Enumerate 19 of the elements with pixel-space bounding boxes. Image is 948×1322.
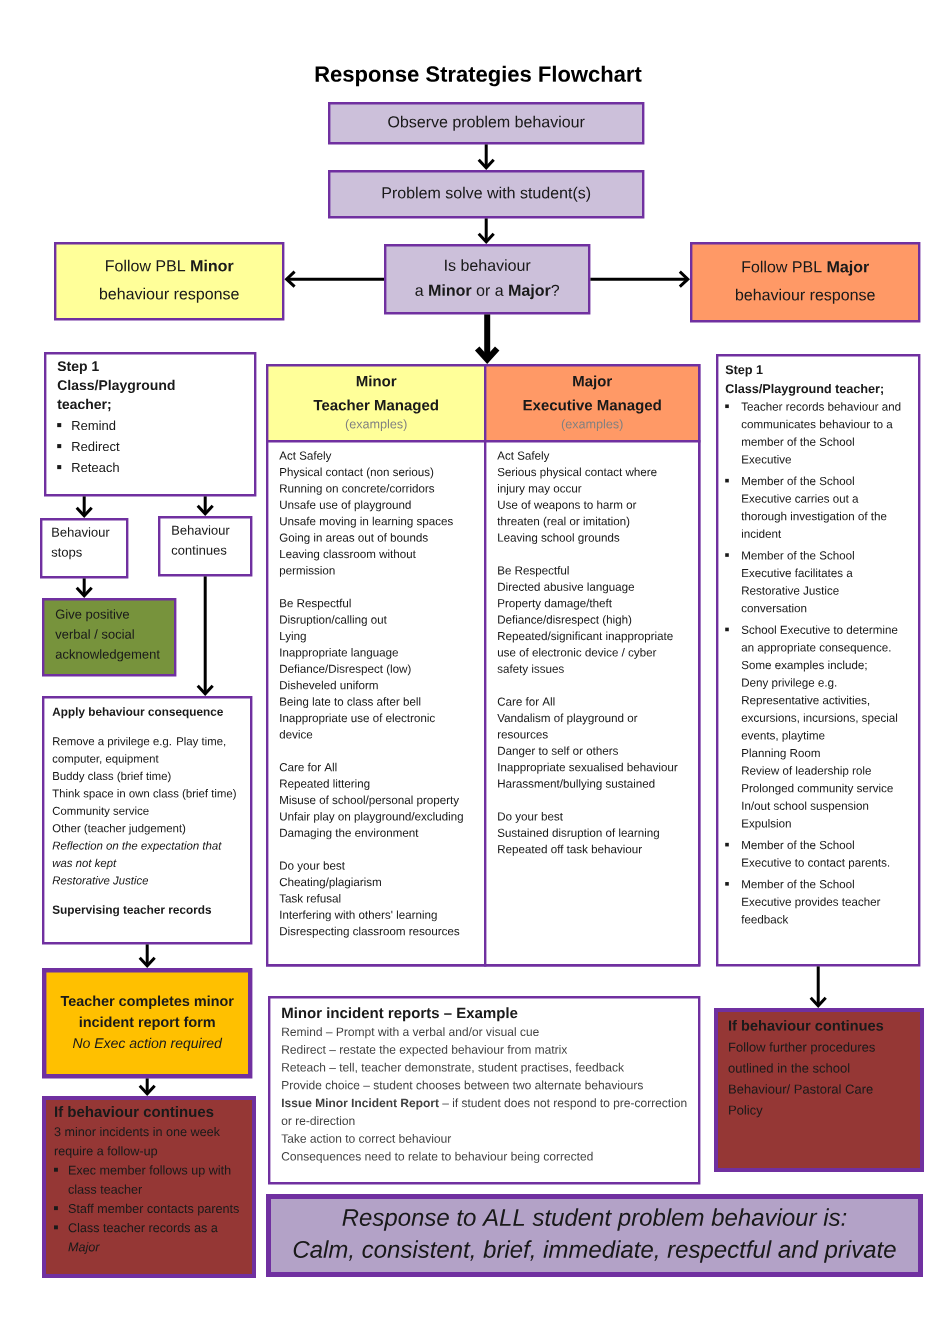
- decision-box: Is behaviour a Minor or a Major?: [384, 244, 591, 315]
- arrow: [477, 218, 495, 244]
- arrow: [475, 314, 500, 364]
- arrow: [75, 496, 93, 518]
- process-box: Problem solve with student(s): [328, 170, 645, 219]
- arrow: [138, 1078, 156, 1096]
- arrow: [196, 496, 214, 516]
- banner: Response to ALL student problem behaviour is: Calm, consistent, brief, immediate, respectful and private: [266, 1194, 923, 1277]
- process-box: Follow PBL Major behaviour response: [690, 242, 921, 323]
- title: Response Strategies Flowchart: [315, 65, 642, 87]
- arrow: [138, 944, 156, 968]
- arrow: [284, 270, 384, 288]
- arrow: [75, 578, 93, 598]
- arrow: [590, 270, 690, 288]
- process-box: Follow PBL Minor behaviour response: [54, 242, 285, 321]
- arrow: [477, 144, 495, 170]
- arrow: [809, 966, 827, 1008]
- process-box: Observe problem behaviour: [328, 102, 645, 145]
- arrow: [196, 576, 214, 696]
